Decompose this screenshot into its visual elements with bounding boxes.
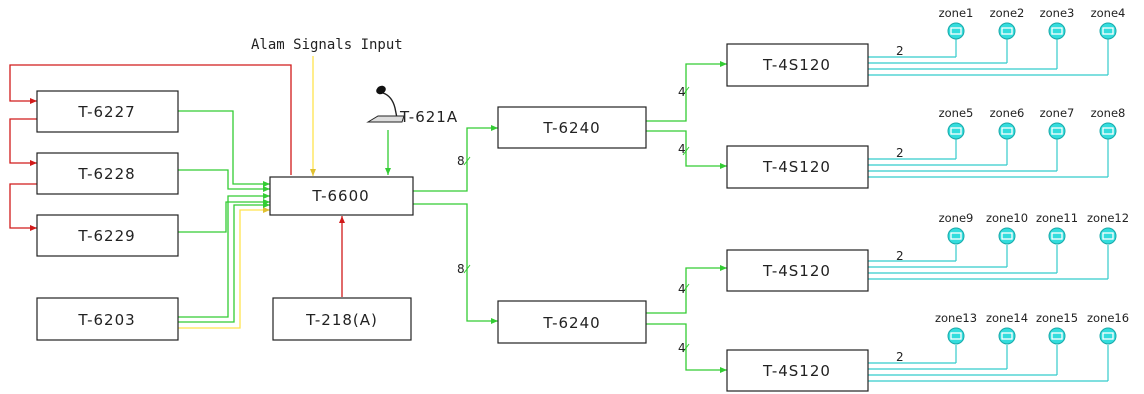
bus-label-4-4: 4 [678,341,686,355]
zone-label: zone3 [1040,6,1075,20]
box-t218 [272,297,412,341]
zone-label: zone14 [986,311,1028,325]
speaker-icon [1048,22,1066,40]
bus-label-8-bottom: 8 [457,262,465,276]
speaker-icon [998,227,1016,245]
speaker-icon [998,327,1016,345]
label-amp3: T-4S120 [762,262,831,280]
bus-label-8-top: 8 [457,154,465,168]
label-t218: T-218(A) [305,311,378,329]
box-t6227 [36,90,179,133]
speaker-icon [1099,327,1117,345]
yellow-wiring [178,56,316,329]
microphone-icon [366,85,405,123]
label-t6240-top: T-6240 [542,119,600,137]
label-t6203: T-6203 [77,311,135,329]
bus-label-4-2: 4 [678,142,686,156]
bus-label-2-3: 2 [896,249,904,263]
box-t6228 [36,152,179,195]
label-amp2: T-4S120 [762,158,831,176]
zone-label: zone4 [1091,6,1126,20]
label-amp1: T-4S120 [762,56,831,74]
zone-label: zone12 [1087,211,1129,225]
box-t6240-bottom [497,300,647,344]
speaker-icon [947,22,965,40]
zone-label: zone7 [1040,106,1075,120]
green-wiring [178,61,727,373]
bus-ticks [463,86,690,353]
alarm-input-label: Alam Signals Input [251,37,403,53]
zone-label: zone15 [1036,311,1078,325]
zone-label: zone5 [939,106,974,120]
label-amp4: T-4S120 [762,362,831,380]
label-t6228: T-6228 [77,165,135,183]
speaker-icon [947,122,965,140]
zone-label: zone16 [1087,311,1129,325]
speaker-icon [998,22,1016,40]
zone-label: zone2 [990,6,1025,20]
box-amp2 [726,145,869,189]
zone-label: zone13 [935,311,977,325]
box-amp4 [726,349,869,392]
zone-label: zone9 [939,211,974,225]
box-t6229 [36,214,179,257]
speaker-icon [1099,22,1117,40]
zone-label: zone6 [990,106,1025,120]
bus-label-4-3: 4 [678,282,686,296]
speaker-icon [1048,122,1066,140]
bus-label-2-4: 2 [896,350,904,364]
label-t6229: T-6229 [77,227,135,245]
zone-label: zone11 [1036,211,1078,225]
red-wiring [9,64,345,297]
zone-speakers: zone1 zone2 zone3 zone4 zone5 zone6 zone7 zone8… [935,6,1129,345]
bus-label-2-1: 2 [896,44,904,58]
box-t6240-top [497,106,647,149]
zone-label: zone10 [986,211,1028,225]
label-t6240-bottom: T-6240 [542,314,600,332]
bus-label-4-1: 4 [678,85,686,99]
zone-wiring [868,38,1109,382]
mic-label: T-621A [399,108,458,126]
speaker-icon [1099,122,1117,140]
zone-label: zone8 [1091,106,1126,120]
speaker-icon [1048,227,1066,245]
box-amp1 [726,43,869,87]
speaker-icon [1048,327,1066,345]
label-t6600: T-6600 [311,187,369,205]
box-t6600 [269,176,414,216]
speaker-icon [1099,227,1117,245]
box-t6203 [36,297,179,341]
speaker-icon [947,227,965,245]
zone-label: zone1 [939,6,974,20]
speaker-icon [947,327,965,345]
bus-label-2-2: 2 [896,146,904,160]
box-amp3 [726,249,869,292]
speaker-icon [998,122,1016,140]
label-t6227: T-6227 [77,103,135,121]
